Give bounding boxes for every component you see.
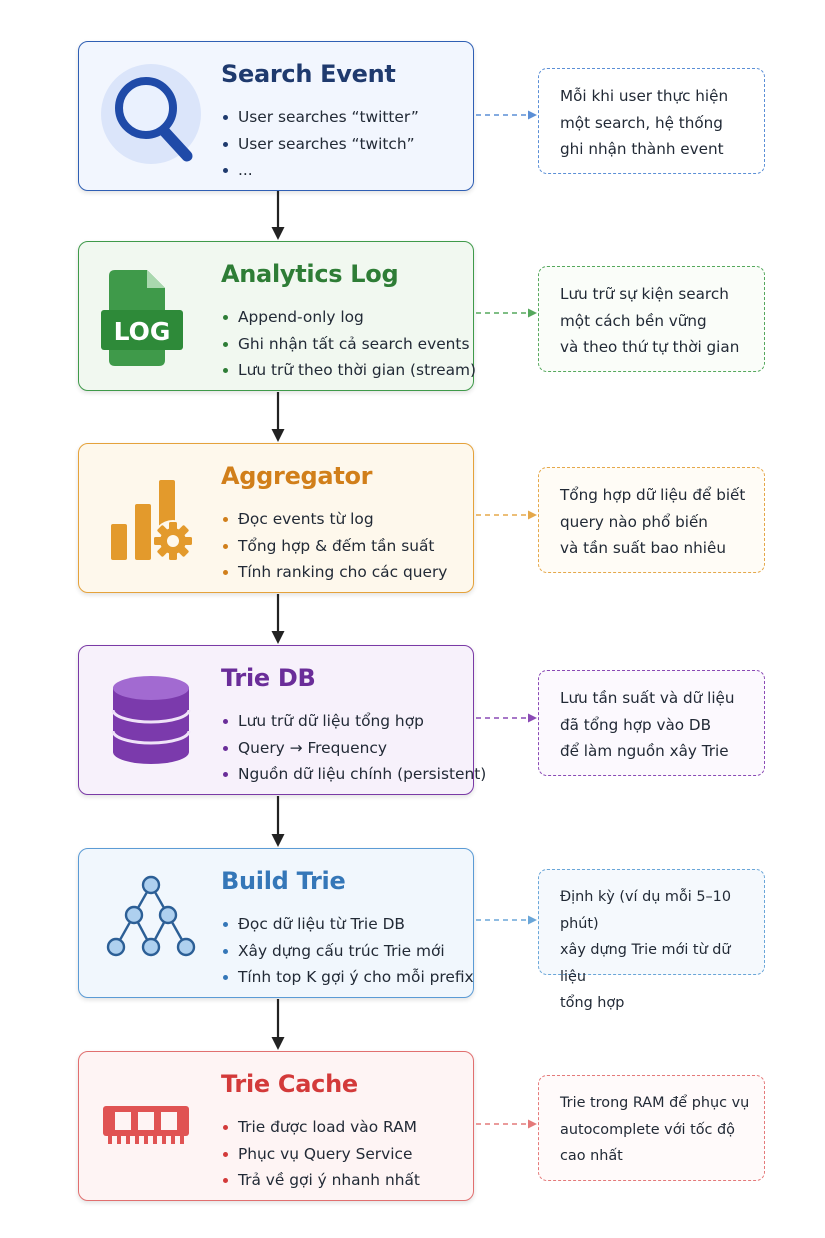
note-line: cao nhất [560, 1148, 623, 1164]
analytics-log-note: Lưu trữ sự kiện search một cách bền vững… [538, 266, 765, 372]
down-arrow [269, 392, 287, 443]
note-line: Lưu tần suất và dữ liệu [560, 689, 735, 707]
note-line: Lưu trữ sự kiện search [560, 285, 729, 303]
step-bullets: User searches “twitter” User searches “t… [221, 104, 419, 184]
bullet-item: User searches “twitch” [221, 131, 419, 158]
step-bullets: Đọc dữ liệu từ Trie DB Xây dựng cấu trúc… [221, 911, 474, 991]
dashed-connector [476, 712, 538, 724]
step-bullets: Trie được load vào RAM Phục vụ Query Ser… [221, 1114, 420, 1194]
note-line: query nào phổ biến [560, 512, 708, 531]
build-trie-note: Định kỳ (ví dụ mỗi 5–10 phút) xây dựng T… [538, 869, 765, 1011]
bullet-item: Trả về gợi ý nhanh nhất [221, 1167, 420, 1194]
bullet-item: Tổng hợp & đếm tần suất [221, 533, 447, 560]
note-line: Định kỳ (ví dụ mỗi 5–10 phút) [560, 889, 731, 932]
note-line: một search, hệ thống [560, 113, 723, 132]
trie-cache-note: Trie trong RAM để phục vụ autocomplete v… [538, 1075, 765, 1181]
note-line: xây dựng Trie mới từ dữ liệu [560, 942, 731, 985]
note-line: ghi nhận thành event [560, 140, 724, 158]
bullet-item: Đọc events từ log [221, 506, 447, 533]
bullet-item: Trie được load vào RAM [221, 1114, 420, 1141]
dashed-connector [476, 1118, 538, 1130]
step-title: Build Trie [221, 867, 346, 895]
magnifier-icon [99, 64, 209, 170]
step-title: Analytics Log [221, 260, 399, 288]
bar-chart-gear-icon [99, 466, 209, 572]
search-event-box: Search Event User searches “twitter” Use… [78, 41, 474, 191]
aggregator-note: Tổng hợp dữ liệu để biết query nào phổ b… [538, 467, 765, 573]
bullet-item: Đọc dữ liệu từ Trie DB [221, 911, 474, 938]
step-bullets: Append-only log Ghi nhận tất cả search e… [221, 304, 476, 384]
step-title: Trie Cache [221, 1070, 358, 1098]
down-arrow [269, 999, 287, 1051]
tree-structure-icon [99, 871, 209, 977]
aggregator-box: Aggregator Đọc events từ log Tổng hợp & … [78, 443, 474, 593]
note-line: Mỗi khi user thực hiện [560, 87, 729, 105]
dashed-connector [476, 509, 538, 521]
bullet-item: ... [221, 157, 419, 184]
trie-db-note: Lưu tần suất và dữ liệu đã tổng hợp vào … [538, 670, 765, 776]
database-icon [99, 668, 209, 774]
bullet-item: Lưu trữ theo thời gian (stream) [221, 357, 476, 384]
bullet-item: Xây dựng cấu trúc Trie mới [221, 938, 474, 965]
step-bullets: Đọc events từ log Tổng hợp & đếm tần suấ… [221, 506, 447, 586]
bullet-item: Append-only log [221, 304, 476, 331]
bullet-item: Query → Frequency [221, 735, 486, 762]
note-line: Tổng hợp dữ liệu để biết [560, 486, 746, 504]
dashed-connector [476, 109, 538, 121]
log-file-icon: LOG [99, 264, 209, 370]
dashed-connector [476, 914, 538, 926]
bullet-item: Tính ranking cho các query [221, 559, 447, 586]
note-line: một cách bền vững [560, 311, 707, 330]
ram-chip-icon [99, 1074, 209, 1180]
down-arrow [269, 796, 287, 848]
note-line: đã tổng hợp vào DB [560, 715, 712, 734]
step-title: Search Event [221, 60, 396, 88]
trie-db-box: Trie DB Lưu trữ dữ liệu tổng hợp Query →… [78, 645, 486, 795]
log-icon-text: LOG [114, 317, 171, 346]
note-line: autocomplete với tốc độ [560, 1121, 735, 1138]
bullet-item: User searches “twitter” [221, 104, 419, 131]
bullet-item: Nguồn dữ liệu chính (persistent) [221, 761, 486, 788]
step-bullets: Lưu trữ dữ liệu tổng hợp Query → Frequen… [221, 708, 486, 788]
note-line: và theo thứ tự thời gian [560, 338, 740, 356]
step-title: Aggregator [221, 462, 373, 490]
bullet-item: Tính top K gợi ý cho mỗi prefix [221, 964, 474, 991]
bullet-item: Phục vụ Query Service [221, 1141, 420, 1168]
step-title: Trie DB [221, 664, 316, 692]
note-line: để làm nguồn xây Trie [560, 742, 729, 760]
analytics-log-box: LOG Analytics Log Append-only log Ghi nh… [78, 241, 476, 391]
dashed-connector [476, 307, 538, 319]
down-arrow [269, 191, 287, 241]
build-trie-box: Build Trie Đọc dữ liệu từ Trie DB Xây dự… [78, 848, 474, 998]
note-line: và tần suất bao nhiêu [560, 539, 726, 557]
bullet-item: Lưu trữ dữ liệu tổng hợp [221, 708, 486, 735]
search-event-note: Mỗi khi user thực hiện một search, hệ th… [538, 68, 765, 174]
bullet-item: Ghi nhận tất cả search events [221, 331, 476, 358]
note-line: Trie trong RAM để phục vụ [560, 1095, 750, 1111]
down-arrow [269, 594, 287, 645]
trie-cache-box: Trie Cache Trie được load vào RAM Phục v… [78, 1051, 474, 1201]
note-line: tổng hợp [560, 995, 625, 1011]
